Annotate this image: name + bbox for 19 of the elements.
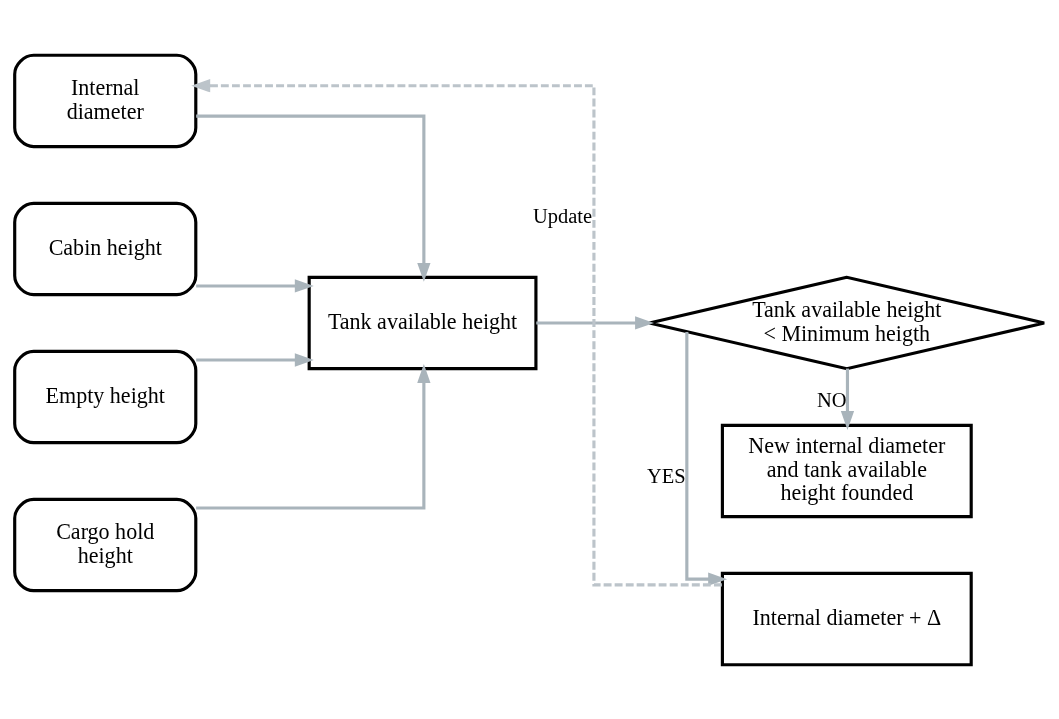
arrow [685,331,728,586]
node-box: Internal diameter + Δ [720,571,973,666]
arrow [196,114,431,282]
arrow [196,278,314,293]
node-box: Tank available height [307,275,538,370]
arrow [196,352,314,367]
node-box: New internal diameter and tank available height founded [720,423,973,518]
edge-label: NO [816,388,847,411]
node-box: Cabin height [13,201,198,296]
node-box: Cargo hold height [13,497,198,592]
node-box: Internal diameter [13,53,198,148]
arrow [196,363,431,510]
node-diamond: Tank available height < Minimum heigth [647,275,1046,370]
edge-label: YES [647,464,686,487]
arrow [536,315,654,330]
arrow [191,78,722,586]
node-box: Empty height [13,349,198,444]
arrow [840,368,855,430]
edge-label: Update [532,204,592,227]
